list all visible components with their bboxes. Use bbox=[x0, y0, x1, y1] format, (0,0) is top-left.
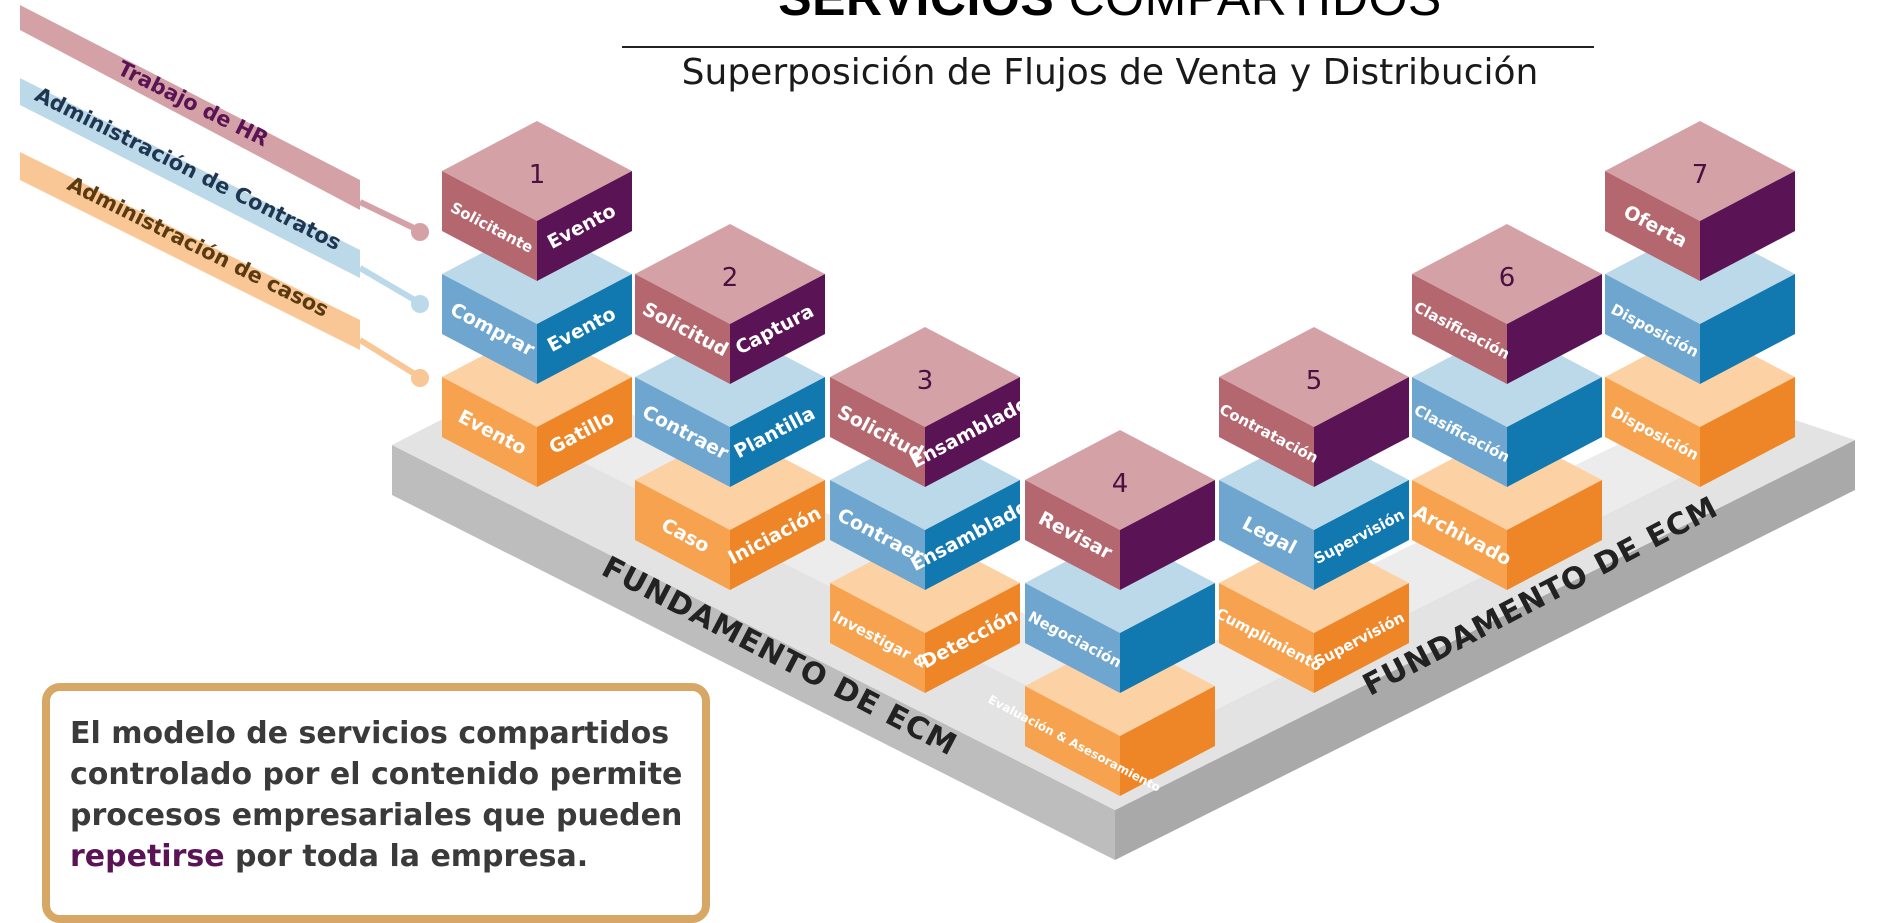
block-left-contracts bbox=[1219, 480, 1314, 590]
note-line-4: repetirse por toda la empresa. bbox=[70, 836, 710, 877]
note-highlight: repetirse bbox=[70, 839, 225, 874]
platform-left-side bbox=[392, 445, 1115, 860]
block-left-cases bbox=[830, 583, 925, 693]
ribbon-connector-3 bbox=[358, 337, 420, 379]
block-right-cases bbox=[1700, 377, 1795, 487]
ribbon-band-2 bbox=[20, 78, 360, 278]
title-bold: SERVICIOS bbox=[778, 0, 1054, 26]
diagram-stage: SERVICIOS COMPARTIDOS Superposición de F… bbox=[20, 0, 1855, 923]
stack-3: Investigar &DetecciónContraerEnsambladoS… bbox=[830, 327, 1032, 693]
block-right-hr bbox=[537, 171, 632, 281]
block-left-hr bbox=[830, 377, 925, 487]
block-left-hr bbox=[1025, 480, 1120, 590]
block-right-cases bbox=[1120, 686, 1215, 796]
block-right-contracts bbox=[1700, 274, 1795, 384]
block-right-contracts bbox=[1120, 583, 1215, 693]
block-right-hr bbox=[925, 377, 1020, 487]
note-line-1: El modelo de servicios compartidos bbox=[70, 716, 670, 751]
block-right-hr bbox=[1314, 377, 1409, 487]
ribbon-dot-2 bbox=[411, 295, 429, 313]
title-wrap: SERVICIOS COMPARTIDOS bbox=[620, 0, 1600, 110]
block-left-contracts bbox=[830, 480, 925, 590]
block-left-contracts bbox=[1025, 583, 1120, 693]
block-left-hr bbox=[635, 274, 730, 384]
stack-number: 1 bbox=[529, 160, 546, 190]
title-rule bbox=[622, 46, 1594, 48]
block-left-hr bbox=[1412, 274, 1507, 384]
block-left-cases bbox=[1219, 583, 1314, 693]
block-right-cases bbox=[537, 377, 632, 487]
block-right-cases bbox=[730, 480, 825, 590]
block-left-cases bbox=[442, 377, 537, 487]
ribbon-band-1 bbox=[20, 5, 360, 210]
block-right-contracts bbox=[1507, 377, 1602, 487]
block-left-hr bbox=[1605, 171, 1700, 281]
page-title: SERVICIOS COMPARTIDOS bbox=[620, 0, 1600, 26]
ribbon-band-3 bbox=[20, 152, 360, 350]
block-right-contracts bbox=[925, 480, 1020, 590]
title-light: COMPARTIDOS bbox=[1069, 0, 1442, 26]
block-right-contracts bbox=[730, 377, 825, 487]
stack-number: 5 bbox=[1306, 366, 1323, 396]
note-line-2: controlado por el contenido permite bbox=[70, 757, 683, 792]
note-line-3: procesos empresariales que pueden bbox=[70, 798, 683, 833]
ribbon-dot-3 bbox=[411, 369, 429, 387]
stack-number: 2 bbox=[722, 263, 739, 293]
block-left-cases bbox=[1412, 480, 1507, 590]
ribbon-connector-2 bbox=[358, 265, 420, 305]
block-left-cases bbox=[1605, 377, 1700, 487]
block-right-hr bbox=[1700, 171, 1795, 281]
block-left-contracts bbox=[1412, 377, 1507, 487]
block-left-contracts bbox=[1605, 274, 1700, 384]
page-subtitle: Superposición de Flujos de Venta y Distr… bbox=[681, 52, 1539, 93]
ribbon-connector-1 bbox=[358, 199, 420, 233]
platform-right-side bbox=[1115, 440, 1855, 860]
note-line-4-rest: por toda la empresa. bbox=[224, 839, 589, 874]
block-right-hr bbox=[1120, 480, 1215, 590]
block-right-contracts bbox=[1314, 480, 1409, 590]
block-right-cases bbox=[1314, 583, 1409, 693]
block-left-hr bbox=[442, 171, 537, 281]
block-left-contracts bbox=[635, 377, 730, 487]
block-right-cases bbox=[925, 583, 1020, 693]
stack-number: 7 bbox=[1692, 160, 1709, 190]
block-left-cases bbox=[1025, 686, 1120, 796]
block-right-contracts bbox=[537, 274, 632, 384]
stack-4: Evaluación & AsesoramientoNegociaciónRev… bbox=[986, 430, 1215, 796]
block-right-cases bbox=[1507, 480, 1602, 590]
block-left-cases bbox=[635, 480, 730, 590]
stack-number: 3 bbox=[917, 366, 934, 396]
block-left-contracts bbox=[442, 274, 537, 384]
block-right-hr bbox=[1507, 274, 1602, 384]
block-right-hr bbox=[730, 274, 825, 384]
block-left-hr bbox=[1219, 377, 1314, 487]
stack-number: 6 bbox=[1499, 263, 1516, 293]
note-text: El modelo de servicios compartidos contr… bbox=[70, 713, 710, 877]
stack-number: 4 bbox=[1112, 469, 1129, 499]
ribbon-dot-1 bbox=[411, 223, 429, 241]
